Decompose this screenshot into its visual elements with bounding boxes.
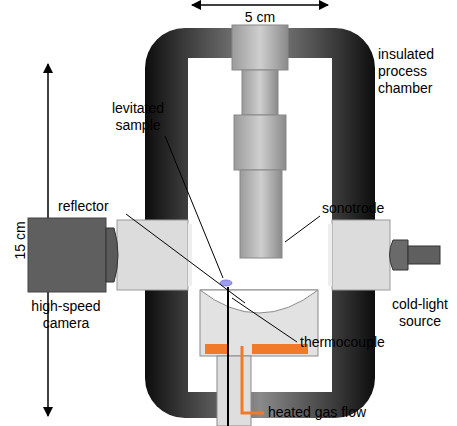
reflector-leader bbox=[126, 214, 245, 303]
dimension-label: 15 cm bbox=[12, 221, 29, 259]
dimension-label: 5 cm bbox=[236, 9, 284, 26]
part-label: thermocouple bbox=[300, 334, 400, 351]
sonotrode-tip bbox=[240, 170, 282, 258]
sonotrode-horn bbox=[234, 115, 286, 170]
sonotrode-neck bbox=[242, 70, 278, 115]
camera-lens bbox=[106, 228, 118, 282]
part-label: insulated process chamber bbox=[378, 46, 454, 97]
light-lens bbox=[390, 240, 409, 270]
heater-right bbox=[252, 344, 308, 354]
right-window bbox=[328, 224, 332, 286]
gas-line bbox=[242, 346, 264, 413]
light-body bbox=[408, 246, 440, 264]
thermocouple-leader bbox=[232, 298, 297, 342]
left-window bbox=[188, 224, 192, 286]
part-label: cold-light source bbox=[386, 296, 454, 330]
sonotrode-leader bbox=[285, 216, 320, 242]
camera-body bbox=[28, 218, 106, 292]
width-arrow bbox=[192, 4, 328, 6]
part-label: levitated sample bbox=[98, 100, 178, 134]
gas-pipe bbox=[217, 356, 251, 426]
left-port bbox=[117, 220, 188, 290]
right-port bbox=[332, 220, 390, 290]
heater-left bbox=[205, 344, 229, 354]
reflector-cup bbox=[200, 290, 318, 313]
part-label: high-speed camera bbox=[16, 298, 116, 332]
sample-leader bbox=[165, 136, 223, 278]
part-label: reflector bbox=[58, 198, 128, 215]
thermocouple-wire bbox=[227, 287, 229, 426]
part-label: heated gas flow bbox=[268, 404, 388, 421]
part-label: sonotrode bbox=[322, 200, 394, 217]
sonotrode-top bbox=[232, 25, 288, 70]
